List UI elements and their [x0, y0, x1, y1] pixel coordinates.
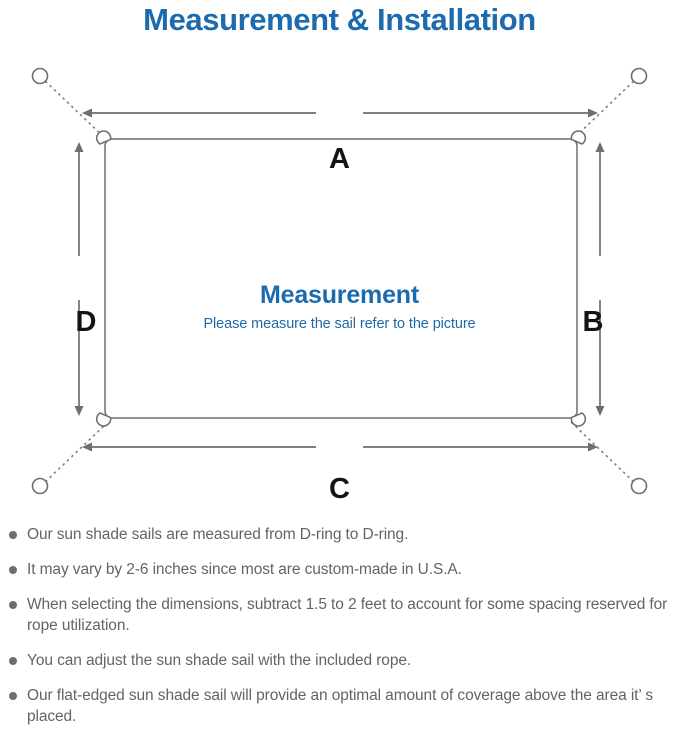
note-item: Our flat-edged sun shade sail will provi…	[0, 685, 679, 727]
note-text: You can adjust the sun shade sail with t…	[27, 652, 412, 669]
anchor-circles	[31, 67, 648, 495]
note-item: You can adjust the sun shade sail with t…	[0, 650, 679, 671]
note-text: When selecting the dimensions, subtract …	[27, 596, 668, 634]
dimension-label-b: B	[582, 306, 604, 338]
note-text: Our flat-edged sun shade sail will provi…	[27, 687, 653, 725]
bullet-icon	[9, 566, 17, 574]
bullet-icon	[9, 692, 17, 700]
diagram-canvas	[31, 67, 648, 495]
bullet-icon	[9, 657, 17, 665]
measurement-diagram: Measurement Please measure the sail refe…	[0, 44, 679, 514]
d-ring-top-left	[95, 130, 112, 145]
d-ring-bottom-right	[570, 412, 587, 427]
anchor-circle-bottom-left	[31, 477, 49, 495]
dimension-label-d: D	[75, 306, 97, 338]
note-item: Our sun shade sails are measured from D-…	[0, 524, 679, 545]
bullet-icon	[9, 531, 17, 539]
note-text: It may vary by 2-6 inches since most are…	[27, 561, 462, 578]
anchor-circle-top-right	[630, 67, 648, 85]
d-rings	[95, 130, 587, 427]
d-ring-bottom-left	[95, 412, 112, 427]
note-item: When selecting the dimensions, subtract …	[0, 594, 679, 636]
bullet-icon	[9, 601, 17, 609]
d-ring-top-right	[570, 130, 587, 145]
page-title: Measurement & Installation	[143, 2, 536, 37]
sail-rectangle	[104, 138, 578, 419]
dimension-label-a: A	[329, 143, 350, 175]
notes-list: Our sun shade sails are measured from D-…	[0, 524, 679, 741]
dimension-label-c: C	[329, 473, 350, 505]
anchor-circle-top-left	[31, 67, 49, 85]
rope-line-top-left	[40, 76, 109, 142]
note-text: Our sun shade sails are measured from D-…	[27, 526, 409, 543]
anchor-circle-bottom-right	[630, 477, 648, 495]
note-item: It may vary by 2-6 inches since most are…	[0, 559, 679, 580]
